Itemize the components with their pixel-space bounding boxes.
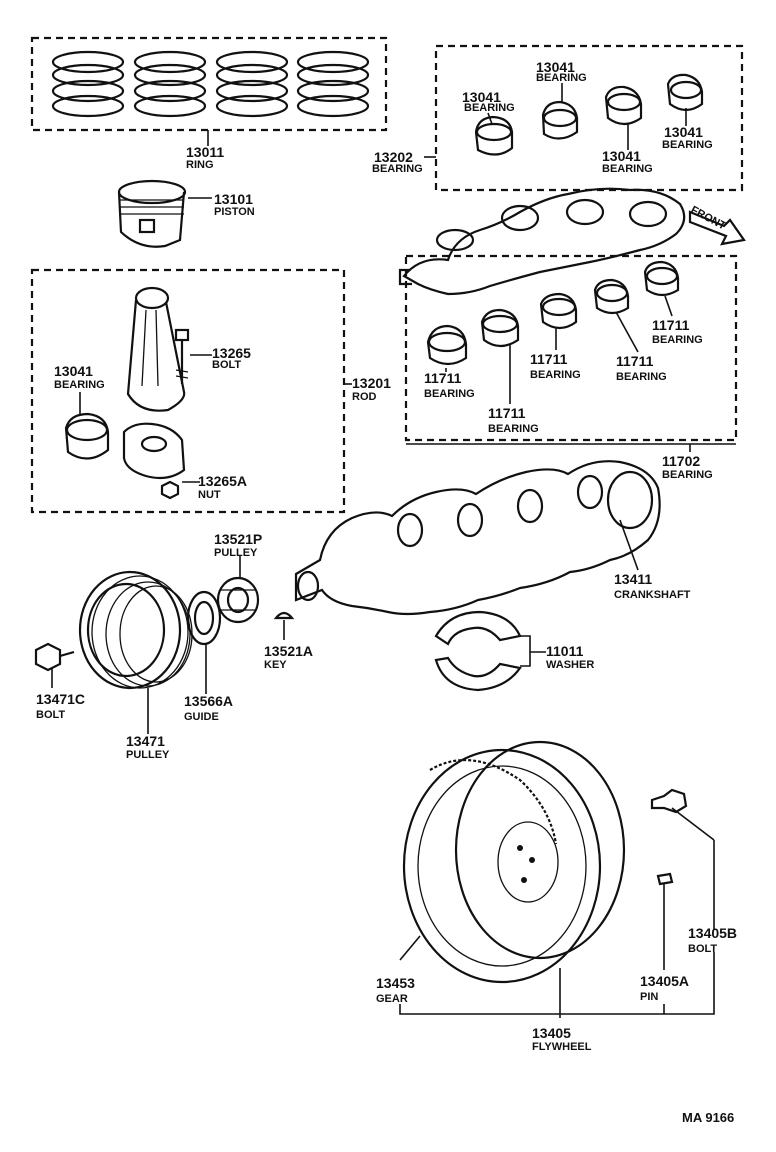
- upper-bearing-shells-illustration: [474, 73, 704, 156]
- crankshaft-illustration: [294, 460, 661, 616]
- flywheel-bolt-name: BOLT: [688, 943, 717, 955]
- guide-name: GUIDE: [184, 711, 219, 723]
- bearing-set-main-number: 13202: [374, 149, 413, 165]
- crank-bearing-2-name: BEARING: [488, 423, 539, 435]
- crank-bearing-2-number: 11711: [488, 405, 526, 421]
- flywheel-illustration: [402, 740, 626, 984]
- crank-pulley-number: 13471: [126, 733, 165, 749]
- crank-pulley-illustration: [78, 570, 193, 690]
- washer-name: WASHER: [546, 659, 594, 671]
- guide-illustration: [186, 590, 222, 646]
- key-name: KEY: [264, 659, 287, 671]
- rod-name: ROD: [352, 391, 377, 403]
- connecting-rod-illustration: [122, 286, 186, 480]
- ring-name: RING: [186, 159, 214, 171]
- piston-ring-set-illustration: [51, 50, 370, 118]
- crankshaft-name: CRANKSHAFT: [614, 589, 691, 601]
- crank-bearing-4-number: 11711: [616, 353, 654, 369]
- lower-bearing-shells-illustration: [426, 260, 680, 366]
- rod-bearing-name: BEARING: [54, 379, 105, 391]
- ring-number: 13011: [186, 144, 224, 160]
- pin-name: PIN: [640, 991, 658, 1003]
- bearing-upper-a-number: 13041: [462, 89, 501, 105]
- rod-bolt-illustration: [174, 328, 190, 384]
- front-direction-arrow: FRONT: [689, 204, 746, 246]
- bearing-upper-d-number: 13041: [664, 124, 703, 140]
- pin-number: 13405A: [640, 973, 689, 989]
- gear-number: 13453: [376, 975, 415, 991]
- piston-name: PISTON: [214, 206, 255, 218]
- crank-bearing-group-box: [404, 254, 738, 442]
- rod-group-box: [30, 268, 346, 514]
- rod-number: 13201: [352, 375, 391, 391]
- guide-number: 13566A: [184, 693, 233, 709]
- crank-bearing-5-name: BEARING: [652, 334, 703, 346]
- rod-nut-illustration: [160, 480, 180, 500]
- washer-number: 11011: [546, 643, 584, 659]
- timing-pulley-number: 13521P: [214, 531, 262, 547]
- rod-bearing-illustration: [64, 412, 110, 460]
- pulley-bolt-illustration: [34, 642, 75, 672]
- crank-pulley-name: PULLEY: [126, 749, 170, 761]
- crank-bearing-4-name: BEARING: [616, 371, 667, 383]
- bearing-upper-a-name: BEARING: [464, 102, 515, 114]
- bearing-upper-c-number: 13041: [602, 148, 641, 164]
- bearing-upper-d-name: BEARING: [662, 139, 713, 151]
- rod-nut-number: 13265A: [198, 473, 247, 489]
- key-illustration: [273, 611, 295, 620]
- crankshaft-upper-view-illustration: [398, 187, 686, 296]
- rod-nut-name: NUT: [198, 489, 221, 501]
- ring-group-box: [30, 36, 388, 132]
- timing-pulley-illustration: [216, 576, 260, 624]
- dowel-pin-illustration: [656, 872, 674, 886]
- crankshaft-number: 13411: [614, 571, 652, 587]
- rod-bolt-number: 13265: [212, 345, 251, 361]
- crank-bearing-5-number: 11711: [652, 317, 690, 333]
- crank-bearing-1-name: BEARING: [424, 388, 475, 400]
- diagram-code: MA 9166: [682, 1110, 734, 1125]
- ring-gear-illustration: [429, 759, 558, 845]
- flywheel-number: 13405: [532, 1025, 571, 1041]
- timing-pulley-name: PULLEY: [214, 547, 258, 559]
- flywheel-name: FLYWHEEL: [532, 1041, 592, 1053]
- flywheel-bolt-illustration: [650, 788, 688, 814]
- piston-number: 13101: [214, 191, 253, 207]
- key-number: 13521A: [264, 643, 313, 659]
- piston-illustration: [117, 179, 187, 248]
- bearing-set-main-name: BEARING: [372, 163, 423, 175]
- thrust-washer-illustration: [434, 610, 522, 692]
- pulley-bolt-number: 13471C: [36, 691, 85, 707]
- crank-bearing-set-name: BEARING: [662, 469, 713, 481]
- rod-bolt-name: BOLT: [212, 359, 241, 371]
- flywheel-bolt-number: 13405B: [688, 925, 737, 941]
- flywheel-callout-bracket: [399, 952, 715, 1015]
- crank-bearing-set-number: 11702: [662, 453, 700, 469]
- crank-bearing-3-number: 11711: [530, 351, 568, 367]
- rod-bearing-number: 13041: [54, 363, 93, 379]
- bearing-upper-c-name: BEARING: [602, 163, 653, 175]
- gear-name: GEAR: [376, 993, 408, 1005]
- crank-bearing-3-name: BEARING: [530, 369, 581, 381]
- main-bearing-group-box: [434, 44, 744, 192]
- crank-bearing-1-number: 11711: [424, 370, 462, 386]
- pulley-bolt-name: BOLT: [36, 709, 65, 721]
- bearing-upper-b-name: BEARING: [536, 72, 587, 84]
- bearing-upper-b-number: 13041: [536, 59, 575, 75]
